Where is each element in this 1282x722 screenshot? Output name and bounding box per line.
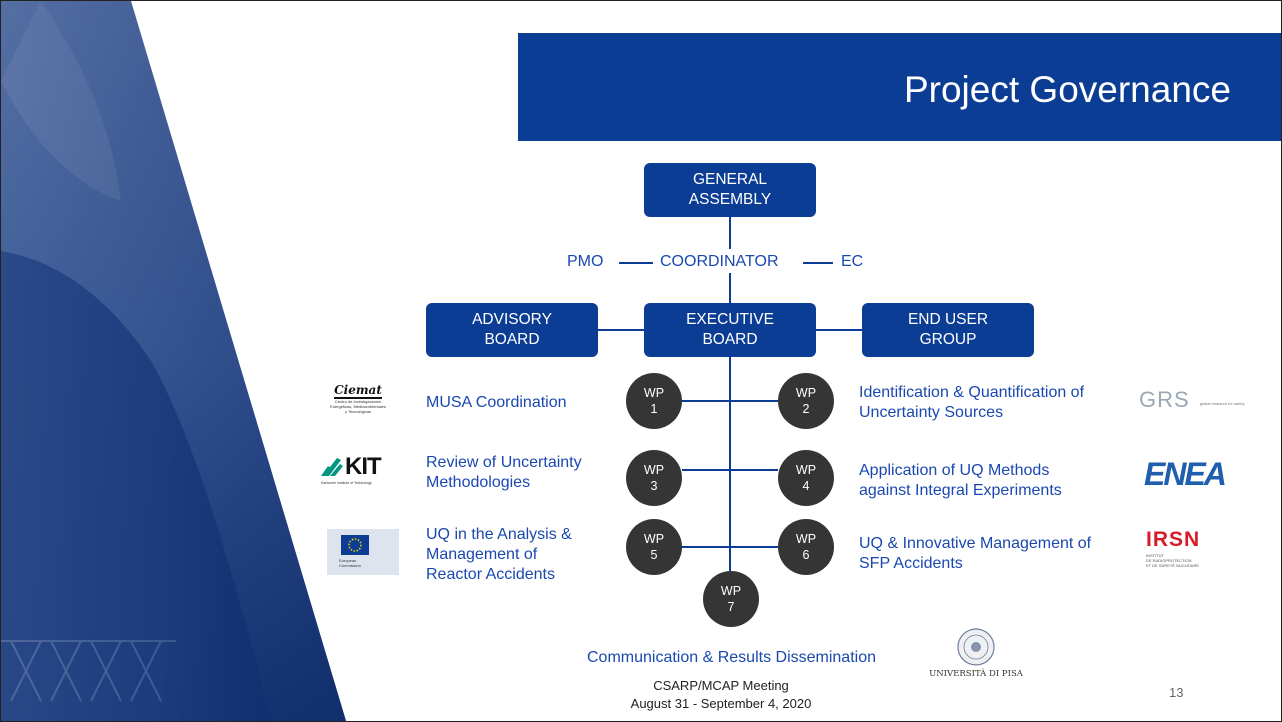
wp1-description: MUSA Coordination — [426, 393, 567, 413]
wp4-label: WP — [795, 463, 817, 477]
wp3-text-line1: Review of Uncertainty — [426, 454, 582, 471]
wp5-text-line3: Reactor Accidents — [426, 566, 555, 583]
wp6-label: WP — [795, 532, 817, 546]
wp3-circle: WP 3 — [626, 450, 682, 506]
wp5-label: WP — [643, 532, 665, 546]
wp6-text-line2: SFP Accidents — [859, 555, 963, 572]
advisory-board-line2: BOARD — [484, 331, 540, 348]
enea-logo: ENEA — [1144, 456, 1232, 492]
wp1-label: WP — [643, 386, 665, 400]
wp2-label: WP — [795, 386, 817, 400]
irsn-sub-2: DE RADIOPROTECTION — [1146, 558, 1192, 563]
ciemat-sub-2: Energéticas, Medioambientales — [330, 404, 386, 409]
wp4-description: Application of UQ Methods against Integr… — [859, 461, 1062, 501]
wp4-text-line2: against Integral Experiments — [859, 482, 1062, 499]
wp3-description: Review of Uncertainty Methodologies — [426, 453, 582, 493]
wp7-number: 7 — [727, 600, 735, 614]
wp7-description: Communication & Results Dissemination — [587, 648, 876, 668]
ec-logo-subtitle: European Commission — [339, 558, 361, 568]
footer-meeting: CSARP/MCAP Meeting August 31 - September… — [591, 677, 851, 713]
wp2-text-line1: Identification & Quantification of — [859, 384, 1085, 401]
wp1-number: 1 — [650, 402, 658, 416]
end-user-group-line1: END USER — [907, 311, 989, 328]
wp5-circle: WP 5 — [626, 519, 682, 575]
general-assembly-line1: GENERAL — [692, 171, 768, 188]
wp5-text-line1: UQ in the Analysis & — [426, 526, 572, 543]
title-bar: Project Governance — [518, 33, 1281, 141]
universita-di-pisa-logo: UNIVERSITÀ DI PISA — [911, 627, 1041, 683]
pisa-seal-icon — [957, 628, 995, 666]
ec-sub-1: European — [339, 558, 357, 563]
advisory-board-box: ADVISORY BOARD — [426, 303, 598, 357]
irsn-logo: IRSN INSTITUT DE RADIOPROTECTION ET DE S… — [1146, 529, 1226, 577]
kit-logo-name: KIT — [345, 453, 382, 480]
pisa-logo-name: UNIVERSITÀ DI PISA — [929, 669, 1023, 679]
ciemat-logo-subtitle: Centro de Investigaciones Energéticas, M… — [313, 399, 403, 414]
grs-logo: GRS global research for safety — [1139, 385, 1259, 415]
ec-label: EC — [841, 253, 864, 270]
eu-flag-icon — [341, 535, 369, 555]
wp1-circle: WP 1 — [626, 373, 682, 429]
irsn-logo-name: IRSN — [1146, 528, 1201, 551]
end-user-group-line2: GROUP — [919, 331, 977, 348]
footer-line1: CSARP/MCAP Meeting — [653, 678, 789, 693]
general-assembly-box: GENERAL ASSEMBLY — [644, 163, 816, 217]
wp3-text-line2: Methodologies — [426, 474, 531, 491]
enea-logo-name: ENEA — [1144, 456, 1227, 492]
wp2-number: 2 — [802, 402, 810, 416]
end-user-group-box: END USER GROUP — [862, 303, 1034, 357]
wp3-number: 3 — [650, 479, 658, 493]
coordinator-label: COORDINATOR — [660, 253, 779, 270]
wp5-description: UQ in the Analysis & Management of React… — [426, 525, 572, 585]
kit-logo: KIT Karlsruhe Institute of Technology — [321, 453, 393, 493]
executive-board-box: EXECUTIVE BOARD — [644, 303, 816, 357]
executive-board-line2: BOARD — [702, 331, 758, 348]
wp5-number: 5 — [650, 548, 658, 562]
irsn-logo-subtitle: INSTITUT DE RADIOPROTECTION ET DE SÛRETÉ… — [1146, 553, 1226, 568]
wp6-text-line1: UQ & Innovative Management of — [859, 535, 1092, 552]
page-number: 13 — [1169, 685, 1184, 700]
wp4-text-line1: Application of UQ Methods — [859, 462, 1050, 479]
executive-board-line1: EXECUTIVE — [686, 311, 774, 328]
wp6-description: UQ & Innovative Management of SFP Accide… — [859, 534, 1091, 574]
ciemat-sub-1: Centro de Investigaciones — [334, 399, 382, 404]
wp1-text-line1: MUSA Coordination — [426, 394, 567, 411]
irsn-sub-1: INSTITUT — [1146, 553, 1164, 558]
ciemat-logo-name: Ciemat — [334, 383, 382, 399]
european-commission-logo: European Commission — [327, 529, 399, 575]
ec-sub-2: Commission — [339, 563, 362, 568]
wp4-circle: WP 4 — [778, 450, 834, 506]
kit-logo-subtitle: Karlsruhe Institute of Technology — [321, 481, 372, 485]
pmo-label: PMO — [567, 253, 604, 270]
wp3-label: WP — [643, 463, 665, 477]
grs-logo-subtitle: global research for safety — [1199, 400, 1245, 406]
kit-wing-icon — [321, 458, 343, 476]
wp6-circle: WP 6 — [778, 519, 834, 575]
wp7-text-line1: Communication & Results Dissemination — [587, 649, 876, 666]
advisory-board-line1: ADVISORY — [472, 311, 552, 328]
ciemat-sub-3: y Tecnológicas — [344, 409, 372, 414]
general-assembly-line2: ASSEMBLY — [688, 191, 772, 208]
ciemat-logo: Ciemat Centro de Investigaciones Energét… — [313, 381, 403, 421]
wp6-number: 6 — [802, 548, 810, 562]
irsn-sub-3: ET DE SÛRETÉ NUCLÉAIRE — [1146, 563, 1200, 568]
wp2-circle: WP 2 — [778, 373, 834, 429]
wp2-text-line2: Uncertainty Sources — [859, 404, 1004, 421]
wp4-number: 4 — [802, 479, 810, 493]
slide-title: Project Governance — [903, 69, 1231, 110]
wp2-description: Identification & Quantification of Uncer… — [859, 383, 1084, 423]
footer-line2: August 31 - September 4, 2020 — [630, 696, 812, 711]
grs-logo-name: GRS — [1139, 387, 1190, 412]
wp5-text-line2: Management of — [426, 546, 538, 563]
wp7-label: WP — [720, 584, 742, 598]
wp7-circle: WP 7 — [703, 571, 759, 627]
